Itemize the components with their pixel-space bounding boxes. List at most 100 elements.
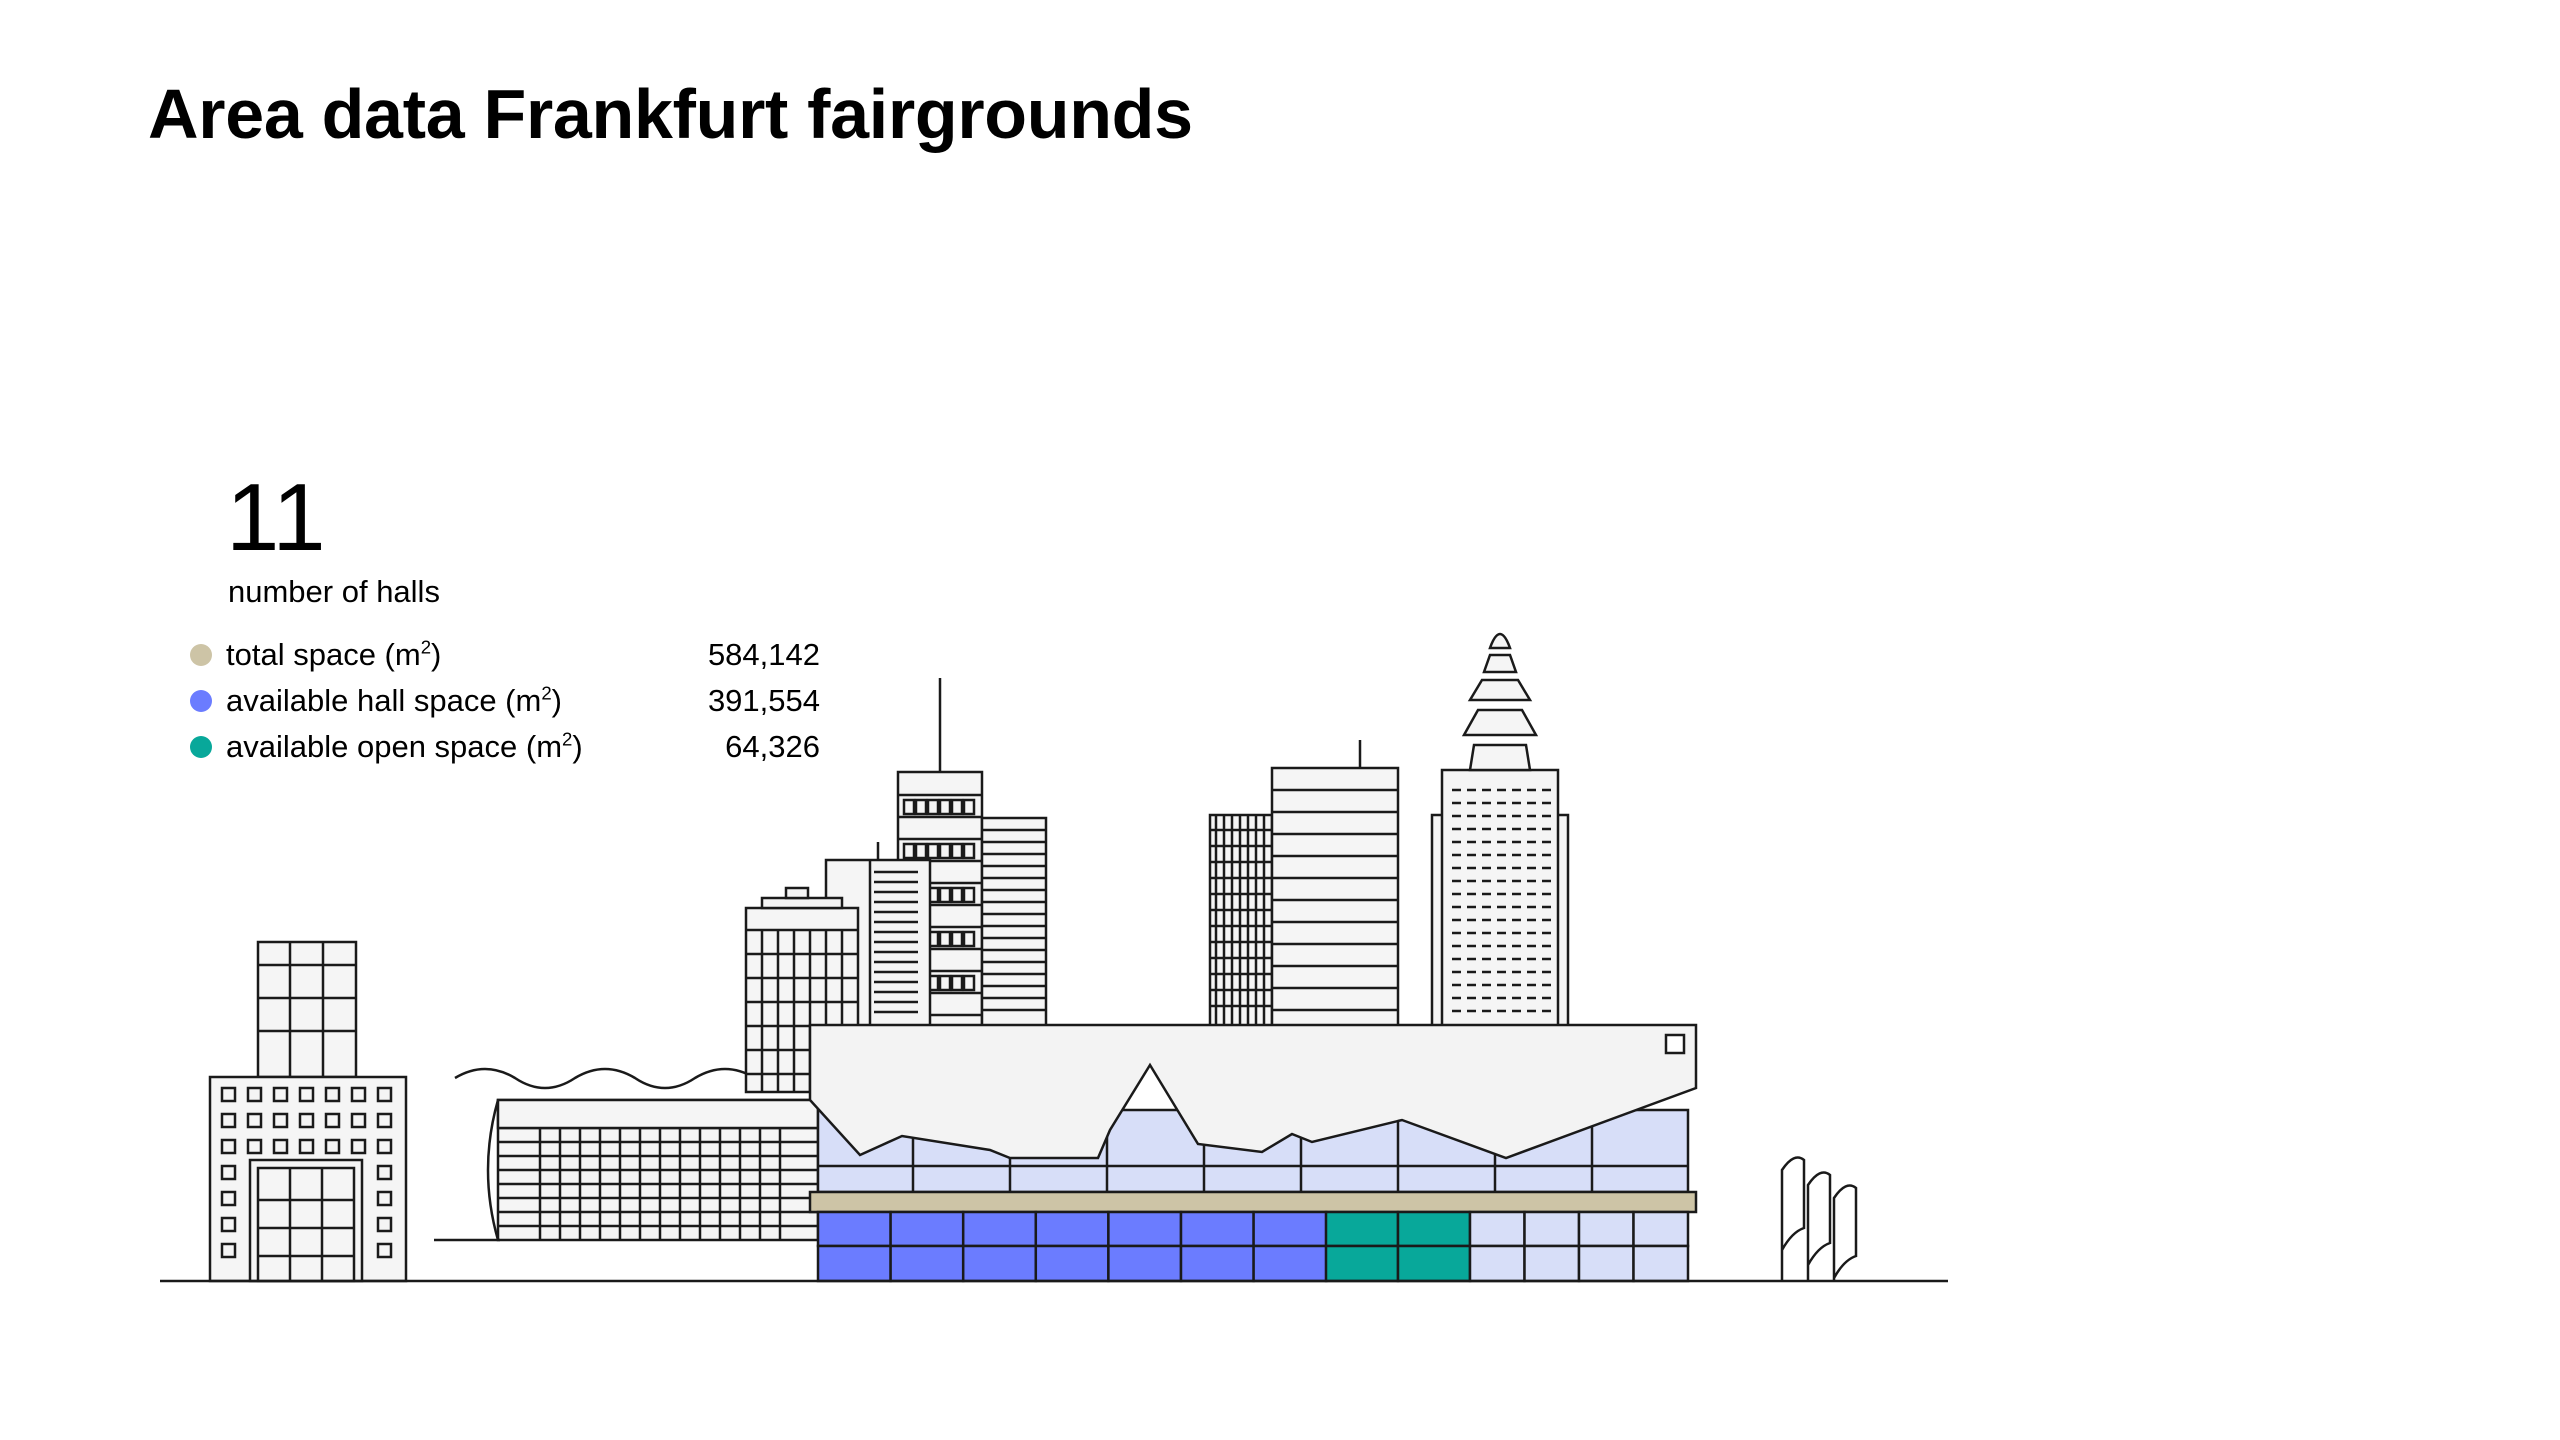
office-window xyxy=(246,1112,263,1129)
tower-a-window xyxy=(938,886,952,904)
hall-bay-open-space xyxy=(1324,1244,1400,1283)
messeturm-crown-tier xyxy=(1482,653,1518,674)
total-space-dot xyxy=(190,644,212,666)
hall-bay-hall-space xyxy=(1034,1244,1110,1283)
office-window xyxy=(220,1164,237,1181)
open-space-dot xyxy=(190,736,212,758)
hall-bay-hall-space xyxy=(816,1210,892,1248)
hall-bay-hall-space xyxy=(889,1244,965,1283)
legend-value-open-space: 64,326 xyxy=(725,729,820,764)
office-window xyxy=(376,1242,393,1259)
messeturm-crown xyxy=(1468,743,1532,772)
office-window xyxy=(246,1086,263,1103)
tower-a-window xyxy=(962,930,976,948)
hall-bay-open-space xyxy=(1324,1210,1400,1248)
tower-f-cap xyxy=(760,896,844,910)
office-window xyxy=(298,1138,315,1155)
office-window xyxy=(246,1138,263,1155)
legend-row-total-space: total space (m2) 584,142 xyxy=(190,632,820,678)
legend-label-total-space: total space (m2) xyxy=(226,636,442,672)
tower-a-window xyxy=(962,886,976,904)
tower-a-window xyxy=(950,798,964,816)
flag xyxy=(1780,1156,1806,1281)
tower-a-window xyxy=(926,798,940,816)
legend: total space (m2) 584,142 available hall … xyxy=(190,632,820,770)
office-window xyxy=(220,1112,237,1129)
office-window xyxy=(324,1086,341,1103)
tower-a-window xyxy=(962,974,976,992)
tower-a-window xyxy=(950,930,964,948)
hall-bay-hall-space xyxy=(1107,1244,1183,1283)
hall-bay-other xyxy=(1632,1244,1690,1283)
hall-bay-other xyxy=(1523,1244,1581,1283)
office-window xyxy=(376,1190,393,1207)
tower-a-window xyxy=(902,798,916,816)
office-window xyxy=(298,1086,315,1103)
office-window xyxy=(376,1164,393,1181)
skyline-towers xyxy=(824,632,1570,1034)
office-window xyxy=(324,1112,341,1129)
hall-bay-hall-space xyxy=(961,1244,1038,1283)
hall-roof xyxy=(808,1023,1698,1160)
messeturm-crown-tier xyxy=(1461,708,1539,737)
hall-bay-other xyxy=(1577,1210,1635,1248)
tower-a-window xyxy=(950,974,964,992)
hall-bay-hall-space xyxy=(1034,1210,1110,1248)
hall-bay-hall-space xyxy=(961,1210,1038,1248)
hall-bay-hall-space xyxy=(1179,1244,1255,1283)
office-window xyxy=(220,1242,237,1259)
hall-bay-open-space xyxy=(1396,1210,1472,1248)
halls-count: 11 xyxy=(226,464,326,571)
office-window xyxy=(376,1216,393,1233)
legend-row-open-space: available open space (m2) 64,326 xyxy=(190,724,820,770)
office-window xyxy=(220,1216,237,1233)
messeturm-shaft xyxy=(1440,768,1560,1034)
hall-bay-open-space xyxy=(1396,1244,1472,1283)
tower-a-window xyxy=(962,842,976,860)
hall-bay-other xyxy=(1577,1244,1635,1283)
office-window xyxy=(350,1112,367,1129)
legend-value-hall-space: 391,554 xyxy=(707,683,820,718)
hall-space-dot xyxy=(190,690,212,712)
tower-a-window xyxy=(938,930,952,948)
hall-plinth-total-space xyxy=(808,1190,1698,1214)
office-window xyxy=(376,1112,393,1129)
hall-bay-hall-space xyxy=(1252,1210,1328,1248)
roof-vent xyxy=(1664,1033,1686,1055)
office-window xyxy=(272,1112,289,1129)
wave-building-band xyxy=(496,1098,820,1130)
hall-bay-other xyxy=(1632,1210,1690,1248)
flags xyxy=(1780,1156,1858,1281)
legend-value-total-space: 584,142 xyxy=(707,637,820,672)
legend-row-hall-space: available hall space (m2) 391,554 xyxy=(190,678,820,724)
tower-a-window xyxy=(938,974,952,992)
office-window xyxy=(220,1190,237,1207)
office-window xyxy=(324,1138,341,1155)
hall-bay-hall-space xyxy=(889,1210,965,1248)
office-window xyxy=(350,1086,367,1103)
legend-label-hall-space: available hall space (m2) xyxy=(226,682,562,718)
office-window xyxy=(220,1138,237,1155)
halls-label: number of halls xyxy=(228,574,440,609)
wave-building-curve xyxy=(486,1099,500,1241)
tower-f-cap-top xyxy=(784,886,810,900)
tower-a-window xyxy=(926,842,940,860)
left-buildings xyxy=(208,886,860,1283)
office-window xyxy=(298,1112,315,1129)
tower-a-window xyxy=(914,842,928,860)
hall-bay-hall-space xyxy=(1179,1210,1255,1248)
messeturm-crown-tier xyxy=(1467,678,1533,702)
office-window xyxy=(350,1138,367,1155)
messeturm-pyramid xyxy=(1488,632,1512,650)
tower-a-window xyxy=(938,798,952,816)
office-window xyxy=(272,1086,289,1103)
hall-bay-hall-space xyxy=(816,1244,892,1283)
hall-bay-hall-space xyxy=(1107,1210,1183,1248)
office-entrance-inner xyxy=(256,1166,356,1283)
tower-a-window xyxy=(950,842,964,860)
tower-a-window xyxy=(902,842,916,860)
tower-a-window xyxy=(950,886,964,904)
flag xyxy=(1806,1171,1832,1281)
tower-a-window xyxy=(962,798,976,816)
